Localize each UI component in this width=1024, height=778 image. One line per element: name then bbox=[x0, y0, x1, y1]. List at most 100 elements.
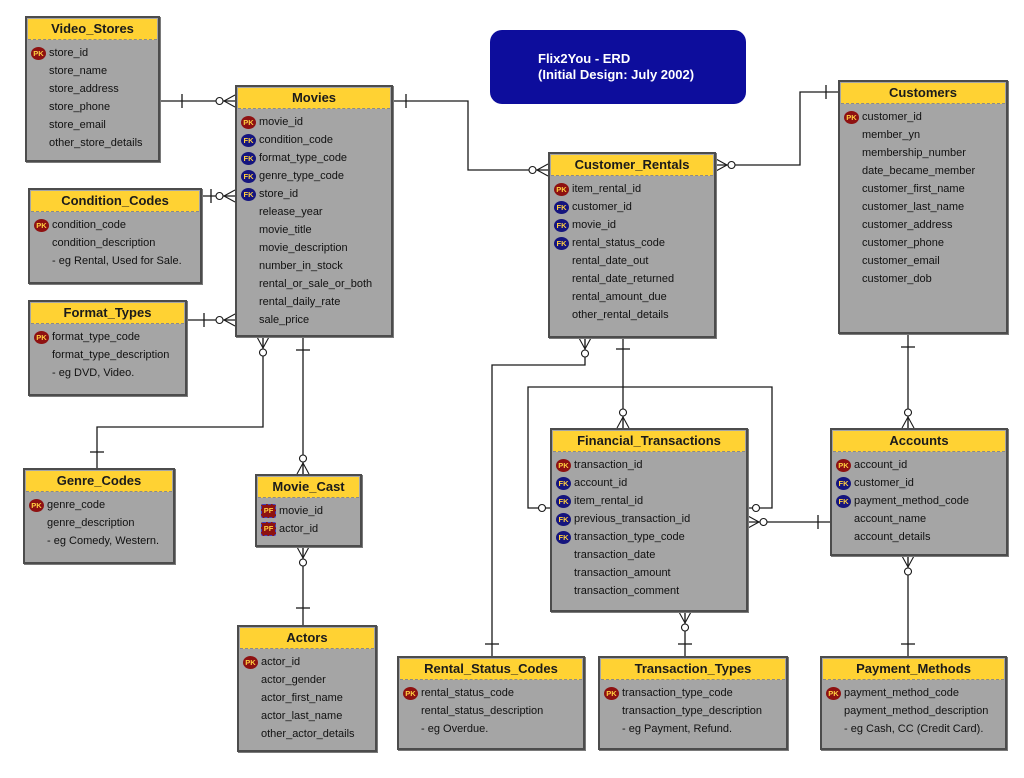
field-row: customer_last_name bbox=[844, 198, 1004, 216]
field-row: other_store_details bbox=[31, 134, 156, 152]
field-row: rental_amount_due bbox=[554, 288, 712, 306]
entity-title: Transaction_Types bbox=[601, 659, 785, 680]
field-label: item_rental_id bbox=[572, 183, 642, 195]
field-row: movie_title bbox=[241, 221, 389, 239]
rel-customers-accounts bbox=[901, 334, 915, 429]
rel-genre-codes-movies bbox=[90, 336, 270, 468]
field-row: actor_gender bbox=[243, 671, 373, 689]
field-label: account_name bbox=[854, 513, 927, 525]
field-label: transaction_date bbox=[574, 549, 656, 561]
field-row: transaction_date bbox=[556, 546, 744, 564]
field-label: genre_description bbox=[47, 517, 135, 529]
field-row: customer_first_name bbox=[844, 180, 1004, 198]
entity-title: Payment_Methods bbox=[823, 659, 1004, 680]
fk-key-icon: FK bbox=[241, 133, 256, 147]
erd-title-line1: Flix2You - ERD bbox=[538, 51, 631, 66]
field-label: payment_method_code bbox=[844, 687, 959, 699]
pk-key-icon: PK bbox=[241, 115, 256, 129]
field-label: - eg Rental, Used for Sale. bbox=[52, 255, 182, 267]
field-row: date_became_member bbox=[844, 162, 1004, 180]
field-label: other_rental_details bbox=[572, 309, 669, 321]
field-row: movie_description bbox=[241, 239, 389, 257]
fk-key-icon: FK bbox=[554, 236, 569, 250]
field-row: member_yn bbox=[844, 126, 1004, 144]
field-label: actor_gender bbox=[261, 674, 326, 686]
field-row: transaction_amount bbox=[556, 564, 744, 582]
field-label: rental_status_description bbox=[421, 705, 544, 717]
field-label: account_id bbox=[854, 459, 908, 471]
entity-title: Rental_Status_Codes bbox=[400, 659, 582, 680]
field-label: store_email bbox=[49, 119, 106, 131]
field-row: store_name bbox=[31, 62, 156, 80]
field-label: condition_description bbox=[52, 237, 156, 249]
field-label: format_type_description bbox=[52, 349, 170, 361]
pk-key-icon: PK bbox=[556, 458, 571, 472]
rel-actors-movie-cast bbox=[296, 546, 310, 625]
field-label: customer_id bbox=[572, 201, 632, 213]
field-row: customer_dob bbox=[844, 270, 1004, 288]
entity-title: Movies bbox=[238, 88, 390, 109]
field-label: customer_email bbox=[862, 255, 940, 267]
field-label: - eg Payment, Refund. bbox=[622, 723, 733, 735]
field-label: - eg Comedy, Western. bbox=[47, 535, 160, 547]
field-label: customer_last_name bbox=[862, 201, 965, 213]
field-label: other_actor_details bbox=[261, 728, 355, 740]
field-label: previous_transaction_id bbox=[574, 513, 691, 525]
rel-accounts-financial-transactions bbox=[747, 515, 830, 529]
field-row: other_actor_details bbox=[243, 725, 373, 743]
field-label: transaction_amount bbox=[574, 567, 671, 579]
rel-movies-customer-rentals bbox=[393, 94, 549, 177]
field-row: transaction_comment bbox=[556, 582, 744, 600]
entity-title: Customer_Rentals bbox=[551, 155, 713, 176]
field-row: - eg Payment, Refund. bbox=[604, 720, 784, 738]
fk-key-icon: FK bbox=[836, 494, 851, 508]
entity-title: Financial_Transactions bbox=[553, 431, 745, 452]
field-label: store_name bbox=[49, 65, 108, 77]
field-label: payment_method_description bbox=[844, 705, 989, 717]
entity-title: Actors bbox=[240, 628, 374, 649]
field-label: rental_date_out bbox=[572, 255, 649, 267]
field-label: rental_or_sale_or_both bbox=[259, 278, 373, 290]
fk-key-icon: FK bbox=[241, 151, 256, 165]
field-row: rental_or_sale_or_both bbox=[241, 275, 389, 293]
field-label: genre_type_code bbox=[259, 170, 345, 182]
rel-customers-customer-rentals bbox=[715, 85, 838, 172]
field-label: rental_status_code bbox=[572, 237, 665, 249]
field-label: format_type_code bbox=[52, 331, 141, 343]
field-label: actor_id bbox=[279, 523, 319, 535]
rel-movies-movie-cast bbox=[296, 337, 310, 475]
field-label: transaction_type_code bbox=[574, 531, 685, 543]
fk-key-icon: FK bbox=[556, 512, 571, 526]
field-label: movie_title bbox=[259, 224, 312, 236]
field-label: store_phone bbox=[49, 101, 111, 113]
pk-key-icon: PK bbox=[29, 498, 44, 512]
